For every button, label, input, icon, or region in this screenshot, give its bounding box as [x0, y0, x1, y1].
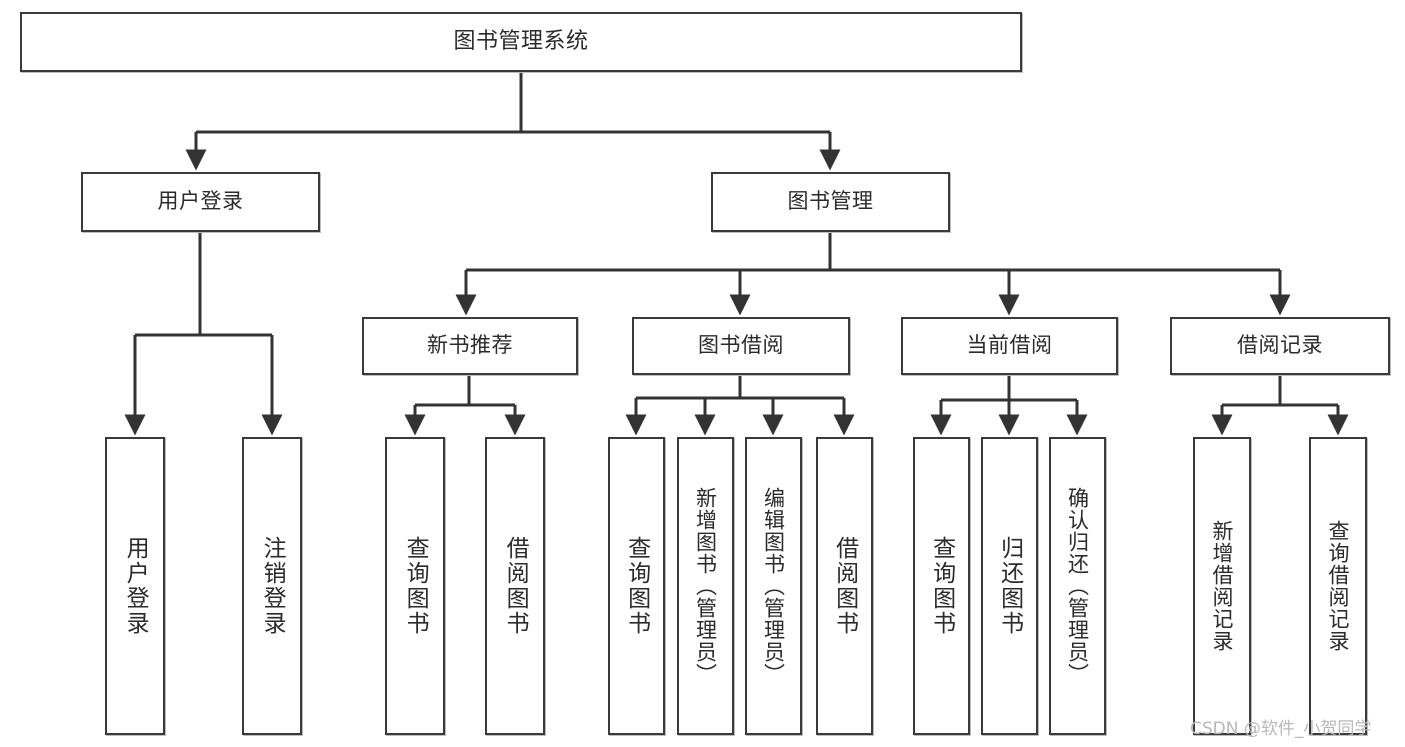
node-label: 编辑图书（管理员）: [761, 487, 786, 685]
leaf-query-borrow-record[interactable]: 查询借阅记录: [1309, 437, 1367, 735]
node-label: 查询图书: [928, 536, 955, 636]
node-borrowing-record[interactable]: 借阅记录: [1170, 317, 1390, 375]
node-current-borrowing[interactable]: 当前借阅: [901, 317, 1118, 375]
node-label: 归还图书: [996, 536, 1023, 636]
node-label: 新增借阅记录: [1210, 520, 1235, 652]
leaf-query-book-new[interactable]: 查询图书: [385, 437, 445, 735]
node-label: 借阅记录: [1237, 333, 1323, 358]
leaf-query-book-borrow[interactable]: 查询图书: [608, 437, 665, 735]
node-label: 查询图书: [623, 536, 650, 636]
node-label: 查询图书: [402, 536, 429, 636]
leaf-logout[interactable]: 注销登录: [242, 437, 302, 735]
node-label: 借阅图书: [502, 536, 529, 636]
leaf-confirm-return-admin[interactable]: 确认归还（管理员）: [1049, 437, 1106, 735]
node-label: 图书借阅: [698, 333, 784, 358]
node-label: 新增图书（管理员）: [693, 487, 718, 685]
csdn-watermark: CSDN @软件_小贺同学: [1190, 719, 1372, 739]
node-root-book-management-system[interactable]: 图书管理系统: [20, 12, 1022, 72]
node-book-management[interactable]: 图书管理: [711, 172, 950, 232]
node-label: 注销登录: [259, 536, 286, 636]
node-label: 借阅图书: [831, 536, 858, 636]
leaf-add-book-admin[interactable]: 新增图书（管理员）: [677, 437, 734, 735]
leaf-user-login[interactable]: 用户登录: [105, 437, 165, 735]
node-label: 当前借阅: [966, 333, 1053, 358]
node-label: 图书管理: [787, 189, 874, 214]
leaf-add-borrow-record[interactable]: 新增借阅记录: [1193, 437, 1251, 735]
node-label: 用户登录: [122, 536, 149, 636]
leaf-query-book-current[interactable]: 查询图书: [913, 437, 970, 735]
node-user-login[interactable]: 用户登录: [81, 172, 320, 232]
node-label: 确认归还（管理员）: [1065, 487, 1090, 685]
node-label: 查询借阅记录: [1326, 520, 1351, 652]
leaf-edit-book-admin[interactable]: 编辑图书（管理员）: [745, 437, 802, 735]
node-new-book-recommendation[interactable]: 新书推荐: [362, 317, 578, 375]
node-label: 新书推荐: [427, 333, 513, 358]
leaf-borrow-book[interactable]: 借阅图书: [816, 437, 873, 735]
node-book-borrowing[interactable]: 图书借阅: [632, 317, 850, 375]
node-label: 用户登录: [157, 189, 244, 214]
node-label: 图书管理系统: [453, 28, 589, 54]
leaf-return-book[interactable]: 归还图书: [981, 437, 1038, 735]
leaf-borrow-book-new[interactable]: 借阅图书: [485, 437, 545, 735]
